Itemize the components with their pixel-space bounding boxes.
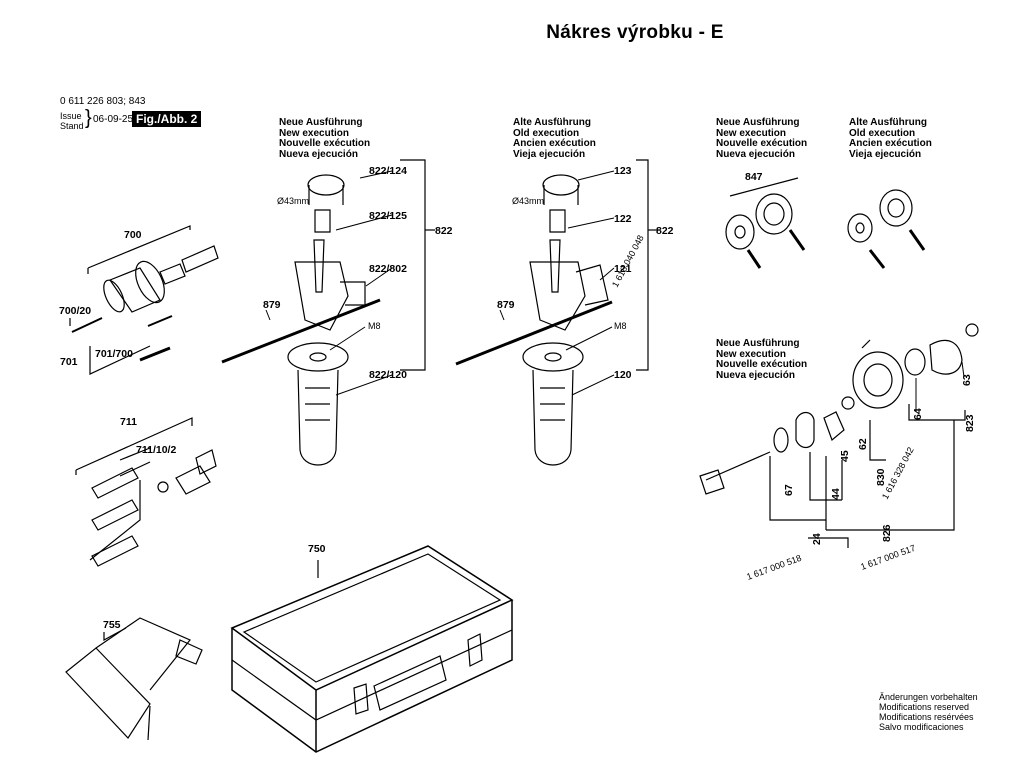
exec-line: Nueva ejecución [279,148,358,160]
label-701: 701 [60,356,78,368]
exec-line: Nueva ejecución [716,148,795,160]
label-822-802: 822/802 [369,263,407,275]
bits-set [75,417,217,567]
exec-line: Vieja ejecución [849,148,922,160]
chuck-assembly [69,225,219,375]
label-m8-a: M8 [368,321,381,331]
label-122: 122 [614,213,632,225]
label-123: 123 [614,165,632,177]
label-700-20: 700/20 [59,305,91,317]
label-847: 847 [745,171,763,183]
label-826: 826 [881,524,893,542]
part-labels: 700 700/20 701 701/700 711 711/10/2 750 … [59,165,976,631]
label-879-b: 879 [497,299,515,311]
label-701-700: 701/700 [95,348,133,360]
figure-label: Fig./Abb. 2 [132,111,202,127]
label-700: 700 [124,229,142,241]
brace-glyph: } [85,107,92,129]
label-1617000517: 1 617 000 517 [859,543,917,572]
label-63: 63 [961,374,973,386]
label-120: 120 [614,369,632,381]
label-67: 67 [783,484,795,496]
exec-line: Neue Ausführung [279,117,363,128]
new-execution-block-1: Neue Ausführung New execution Nouvelle e… [279,117,371,160]
exec-line: Nouvelle exécution [716,359,808,370]
exec-line: Old execution [849,127,916,139]
notice-line: Modifications reserved [879,702,970,712]
label-44: 44 [830,488,842,500]
exec-line: New execution [279,127,350,139]
stand-label: Stand [60,121,84,131]
label-1617000518: 1 617 000 518 [745,553,803,582]
label-823: 823 [964,414,976,432]
label-830: 830 [875,468,887,486]
label-24: 24 [811,533,823,545]
modification-notice: Änderungen vorbehalten Modifications res… [879,692,978,732]
side-handle-old [455,159,658,466]
label-822-120: 822/120 [369,369,407,381]
notice-line: Salvo modificaciones [879,722,964,732]
label-dia-43-b: Ø43mm [512,196,544,206]
exec-line: New execution [716,348,787,360]
exec-line: Neue Ausführung [716,117,800,128]
label-750: 750 [308,543,326,555]
exec-line: New execution [716,127,787,139]
notice-line: Änderungen vorbehalten [879,692,978,702]
label-64: 64 [912,408,924,420]
label-822-b: 822 [656,225,674,237]
label-711-10-2: 711/10/2 [136,444,176,456]
old-execution-block-1: Alte Ausführung Old execution Ancien exé… [513,117,596,160]
side-handle-new [221,159,435,466]
exec-line: Nueva ejecución [716,369,795,381]
exec-line: Vieja ejecución [513,148,586,160]
label-711: 711 [120,416,137,428]
label-45: 45 [839,450,851,462]
exec-line: Ancien exécution [513,138,596,149]
label-822-125: 822/125 [369,210,407,222]
issue-date: 06-09-25 [93,114,134,125]
exec-line: Old execution [513,127,580,139]
exec-line: Neue Ausführung [716,338,800,349]
issue-label: Issue [60,111,82,121]
label-822: 822 [435,225,453,237]
new-execution-block-3: Neue Ausführung New execution Nouvelle e… [716,338,808,381]
exec-line: Alte Ausführung [513,117,591,128]
page-title: Nákres výrobku - E [546,22,724,43]
label-62: 62 [857,438,869,450]
angle-adaptor [65,617,203,741]
part-numbers: 0 611 226 803; 843 [60,96,146,107]
label-822-124: 822/124 [369,165,407,177]
old-execution-block-2: Alte Ausführung Old execution Ancien exé… [849,117,932,160]
seal-set-847 [725,177,926,269]
carrying-case [230,545,514,753]
label-m8-b: M8 [614,321,627,331]
exec-line: Nouvelle exécution [279,138,371,149]
new-execution-block-2: Neue Ausführung New execution Nouvelle e… [716,117,808,160]
notice-line: Modifications resérvées [879,712,974,722]
label-879-a: 879 [263,299,281,311]
label-121: 121 [614,263,632,275]
exec-line: Nouvelle exécution [716,138,808,149]
label-755: 755 [103,619,121,631]
label-1618040048: 1 618 040 048 [610,233,646,289]
exec-line: Ancien exécution [849,138,932,149]
exec-line: Alte Ausführung [849,117,927,128]
label-dia-43-a: Ø43mm [277,196,309,206]
gear-parts [699,323,979,548]
